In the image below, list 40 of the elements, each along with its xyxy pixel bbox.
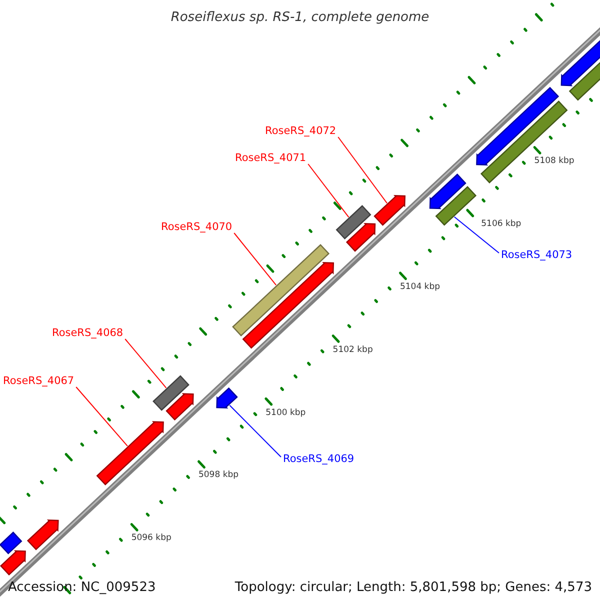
scale-label: 5106 kbp [481, 218, 522, 230]
feature-bar [152, 375, 190, 411]
gene-feature [96, 421, 164, 486]
scale-label: 5102 kbp [332, 344, 373, 356]
leader-line [76, 386, 128, 447]
scale-label: 5098 kbp [198, 469, 239, 482]
feature-bar [435, 186, 477, 226]
scale-label: 5100 kbp [266, 406, 306, 419]
feature-bar [232, 244, 330, 336]
leader-line [234, 232, 277, 286]
title: Roseiflexus sp. RS-1, complete genome [170, 10, 430, 26]
scale-label: 5104 kbp [400, 280, 440, 293]
accession-text: Accession: NC_009523 [8, 580, 156, 596]
leader-line [124, 338, 167, 388]
feature-bar [336, 205, 372, 240]
gene-feature [216, 387, 238, 409]
gene-feature [0, 550, 26, 576]
leader-line [454, 216, 500, 254]
leader-line [308, 164, 350, 218]
gene-label: RoseRS_4068 [52, 327, 124, 339]
gene-feature [374, 195, 406, 226]
gene-label: RoseRS_4069 [283, 453, 354, 465]
gene-feature [242, 262, 334, 349]
leader-line [338, 136, 388, 204]
genome-stats-text: Topology: circular; Length: 5,801,598 bp; Genes: 4,573 [234, 580, 592, 596]
gene-label: RoseRS_4067 [3, 375, 74, 387]
gene-label: RoseRS_4070 [161, 221, 232, 233]
gene-feature [166, 393, 194, 421]
gene-feature [346, 223, 376, 252]
scale-label: 5096 kbp [131, 532, 172, 544]
gene-label: RoseRS_4072 [265, 125, 336, 137]
gene-feature [429, 174, 466, 210]
gene-label: RoseRS_4073 [501, 249, 572, 261]
feature-bar [0, 532, 22, 554]
gene-feature [560, 39, 600, 86]
gene-feature [26, 519, 59, 550]
gene-feature [476, 86, 560, 166]
gene-label: RoseRS_4071 [235, 152, 306, 164]
scale-label: 5108 kbp [534, 155, 574, 168]
leader-line [229, 404, 282, 458]
